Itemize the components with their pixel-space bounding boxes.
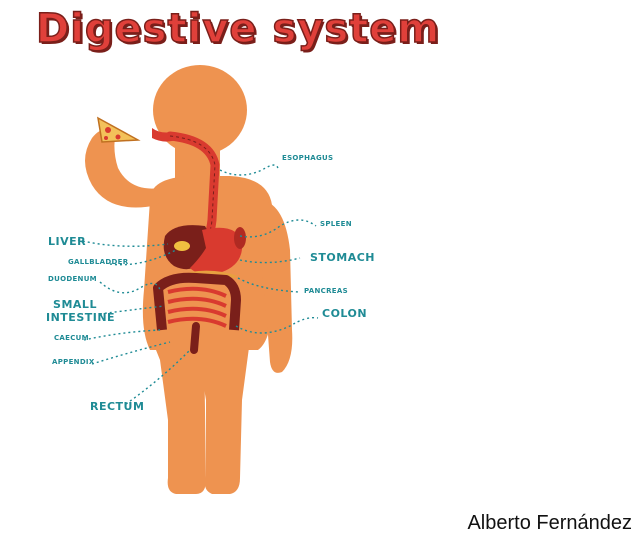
stomach [190,227,243,275]
human-figure [85,65,293,494]
label-caecum: CAECUM [54,334,89,342]
label-stomach: STOMACH [310,251,376,264]
colon [153,272,241,331]
leader-lines [77,164,319,405]
label-small-intestine: SMALL INTESTINE [46,298,116,324]
label-rectum: RECTUM [90,400,145,413]
author-credit: Alberto Fernández [467,512,632,534]
label-spleen: SPLEEN [320,220,352,228]
gallbladder [174,241,190,251]
label-duodenum: DUODENUM [48,275,97,283]
spleen [234,227,246,249]
label-gallbladder: GALLBLADDER [68,258,129,266]
label-liver: LIVER [48,235,87,248]
label-pancreas: PANCREAS [304,287,348,295]
small-intestine [167,286,227,328]
diagram-title: Digestive system [35,5,441,53]
label-colon: COLON [322,307,368,320]
label-esophagus: ESOPHAGUS [282,154,334,162]
pizza-slice-icon [97,116,141,143]
rectum [190,322,200,354]
label-appendix: APPENDIX [52,358,95,366]
